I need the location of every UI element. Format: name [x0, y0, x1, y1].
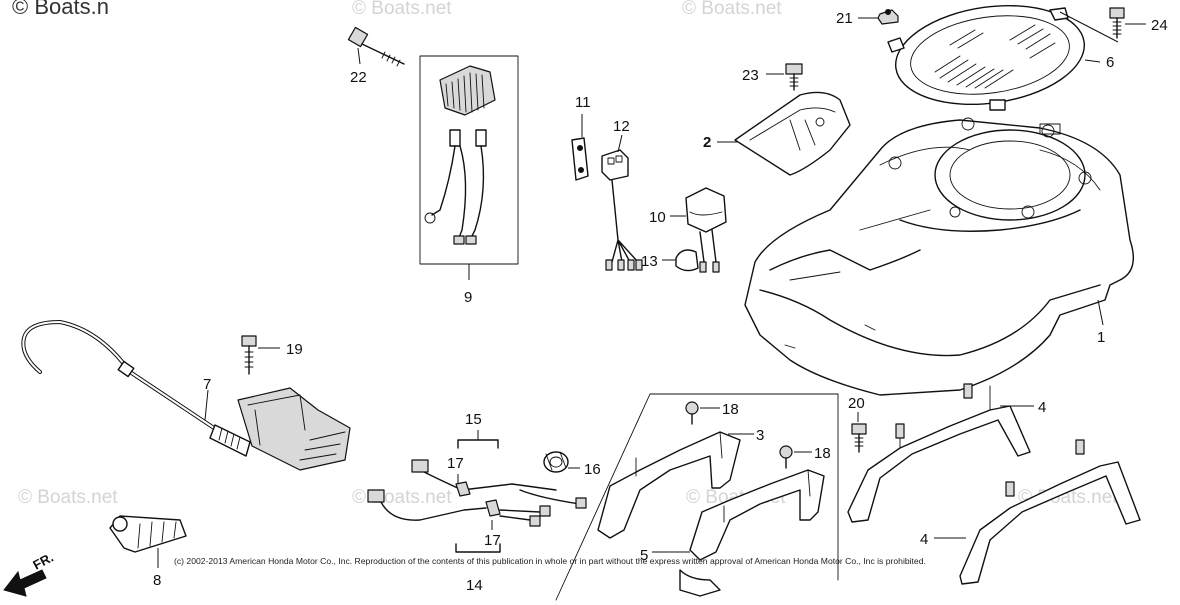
callout-22: 22: [350, 69, 367, 86]
callout-12: 12: [613, 118, 630, 135]
part-14-15-17-wire-harness: 15 17 17 14: [367, 411, 587, 594]
part-11-clip: 11: [571, 94, 591, 181]
part-12-connector-harness: 12: [601, 118, 643, 271]
copyright-notice: (c) 2002-2013 American Honda Motor Co., …: [174, 556, 926, 566]
part-19-bolt: 19: [241, 335, 303, 375]
part-10-sensor: 10: [649, 187, 727, 273]
callout-1: 1: [1097, 329, 1105, 346]
part-21-nut: 21: [836, 9, 899, 27]
callout-11: 11: [575, 94, 591, 111]
callout-18b: 18: [814, 445, 831, 462]
part-24-bolt: 24: [1109, 7, 1168, 39]
callout-24: 24: [1151, 17, 1168, 34]
callout-16: 16: [584, 461, 601, 478]
callout-14: 14: [466, 577, 483, 594]
callout-10: 10: [649, 209, 666, 226]
callout-18a: 18: [722, 401, 739, 418]
callout-7: 7: [203, 376, 211, 393]
callout-19: 19: [286, 341, 303, 358]
callout-4a: 4: [1038, 399, 1046, 416]
callout-15: 15: [465, 411, 482, 428]
part-7-ignition-coil: 7: [21, 320, 351, 471]
part-13-clamp: 13: [641, 249, 699, 272]
part-20-bolt: 20: [848, 395, 867, 453]
watermark-top-left: © Boats.n: [12, 0, 109, 19]
callout-5: 5: [640, 547, 648, 564]
callout-20: 20: [848, 395, 865, 412]
watermark: © Boats.net: [352, 0, 452, 19]
callout-17b: 17: [484, 532, 501, 549]
callout-9: 9: [464, 289, 472, 306]
callout-8: 8: [153, 572, 161, 589]
part-4-brackets: 4 4: [847, 383, 1141, 585]
callout-4b: 4: [920, 531, 928, 548]
part-8-spark-plug-cap: 8: [109, 515, 187, 589]
front-direction-marker: FR.: [3, 550, 56, 597]
watermark: © Boats.net: [682, 0, 782, 19]
callout-2: 2: [703, 134, 711, 151]
part-16-grommet: 16: [543, 451, 601, 478]
callout-3: 3: [756, 427, 764, 444]
part-6-grill-guard: 6: [887, 4, 1119, 111]
part-2-bracket: 2: [703, 91, 851, 176]
watermark: © Boats.net: [352, 487, 452, 508]
callout-13: 13: [641, 253, 658, 270]
part-9-regulator-rectifier: 9: [419, 55, 519, 306]
fr-label: FR.: [30, 550, 56, 573]
part-3-5-bracket-box: 3 5 18 18: [555, 393, 839, 601]
callout-17a: 17: [447, 455, 464, 472]
part-1-fan-cover: 1: [744, 117, 1134, 396]
part-23-bolt: 23: [742, 63, 803, 91]
callout-21: 21: [836, 10, 853, 27]
callout-23: 23: [742, 67, 759, 84]
watermark: © Boats.net: [18, 487, 118, 508]
part-22-long-bolt: 22: [347, 26, 405, 86]
callout-6: 6: [1106, 54, 1114, 71]
